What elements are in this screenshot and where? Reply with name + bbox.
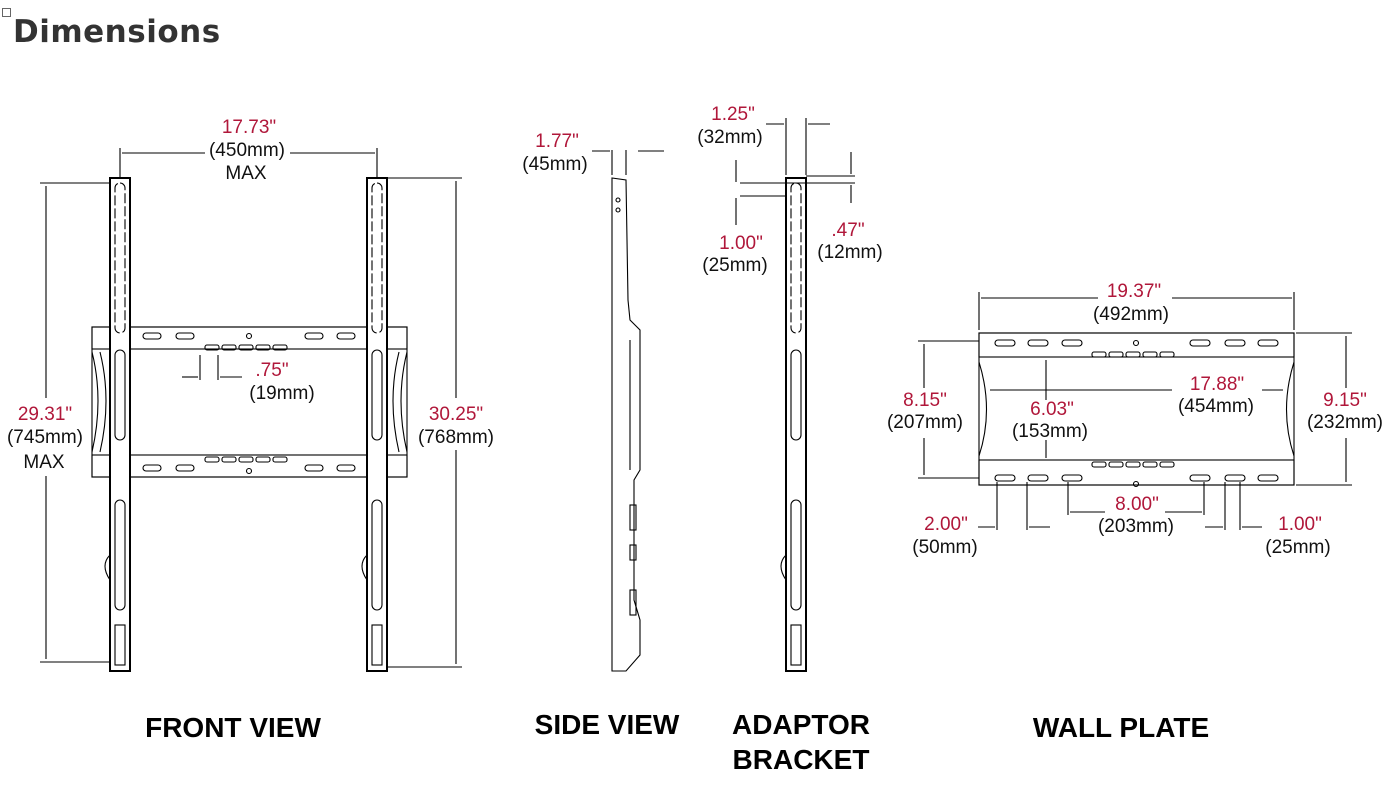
- wall-hole-mm: (203mm): [1098, 516, 1174, 537]
- wall-h-in: 8.15": [903, 390, 947, 411]
- front-view: 17.73" (450mm) MAX 29.31" (745mm) MAX 30…: [7, 117, 494, 743]
- wall-w-in: 19.37": [1107, 281, 1161, 302]
- side-profile: [611, 177, 641, 672]
- front-view-title: FRONT VIEW: [145, 712, 321, 743]
- front-total-in: 30.25": [429, 404, 483, 425]
- wall-mid-mm: (153mm): [1012, 421, 1088, 442]
- front-gap-mm: (19mm): [249, 383, 314, 404]
- page-title: Dimensions: [13, 14, 221, 50]
- front-rail-slots: [142, 332, 356, 475]
- adaptor-title-1: ADAPTOR: [732, 709, 870, 740]
- wall-slot-in: 1.00": [1278, 514, 1322, 535]
- front-right-arm: [366, 177, 388, 672]
- adaptor-arm: [785, 177, 807, 672]
- front-height-max: MAX: [23, 452, 65, 473]
- adapt-off-in: 1.00": [719, 233, 763, 254]
- wall-hole-in: 8.00": [1115, 494, 1159, 515]
- adapt-w-mm: (32mm): [697, 127, 762, 148]
- front-width-mm: (450mm): [209, 140, 285, 161]
- front-width-in: 17.73": [222, 117, 276, 138]
- corner-marker: [2, 8, 11, 17]
- wall-inner-mm: (454mm): [1178, 396, 1254, 417]
- wall-slots: [994, 339, 1279, 488]
- front-width-max: MAX: [225, 163, 267, 184]
- adapt-small-mm: (12mm): [817, 242, 882, 263]
- side-view-title: SIDE VIEW: [535, 709, 680, 740]
- wall-slot-mm: (25mm): [1265, 537, 1330, 558]
- front-arm-holes: [114, 182, 383, 666]
- front-total-mm: (768mm): [418, 427, 494, 448]
- side-in: 1.77": [535, 131, 579, 152]
- wall-total-mm: (232mm): [1307, 412, 1383, 433]
- side-view: 1.77" (45mm) SIDE VIEW: [522, 131, 680, 740]
- wall-mid-in: 6.03": [1030, 399, 1074, 420]
- front-left-arm: [109, 177, 131, 672]
- wall-plate: 19.37" (492mm) 17.88" (454mm) 8.15" (207…: [887, 281, 1383, 743]
- wall-bottom-rail: [978, 459, 1295, 486]
- wall-plate-title: WALL PLATE: [1033, 712, 1209, 743]
- adapt-w-in: 1.25": [711, 104, 755, 125]
- wall-total-in: 9.15": [1323, 390, 1367, 411]
- wall-inner-in: 17.88": [1190, 374, 1244, 395]
- wall-w-mm: (492mm): [1093, 304, 1169, 325]
- adapt-small-in: .47": [831, 220, 864, 241]
- front-height-mm: (745mm): [7, 427, 83, 448]
- adaptor-title-2: BRACKET: [733, 744, 870, 775]
- adapt-off-mm: (25mm): [702, 255, 767, 276]
- adaptor-bracket: 1.25" (32mm) 1.00" (25mm) .47" (12mm) AD…: [697, 104, 882, 775]
- side-mm: (45mm): [522, 154, 587, 175]
- front-height-in: 29.31": [18, 404, 72, 425]
- wall-h-mm: (207mm): [887, 412, 963, 433]
- wall-edge-mm: (50mm): [912, 537, 977, 558]
- wall-edge-in: 2.00": [924, 514, 968, 535]
- front-gap-in: .75": [255, 360, 288, 381]
